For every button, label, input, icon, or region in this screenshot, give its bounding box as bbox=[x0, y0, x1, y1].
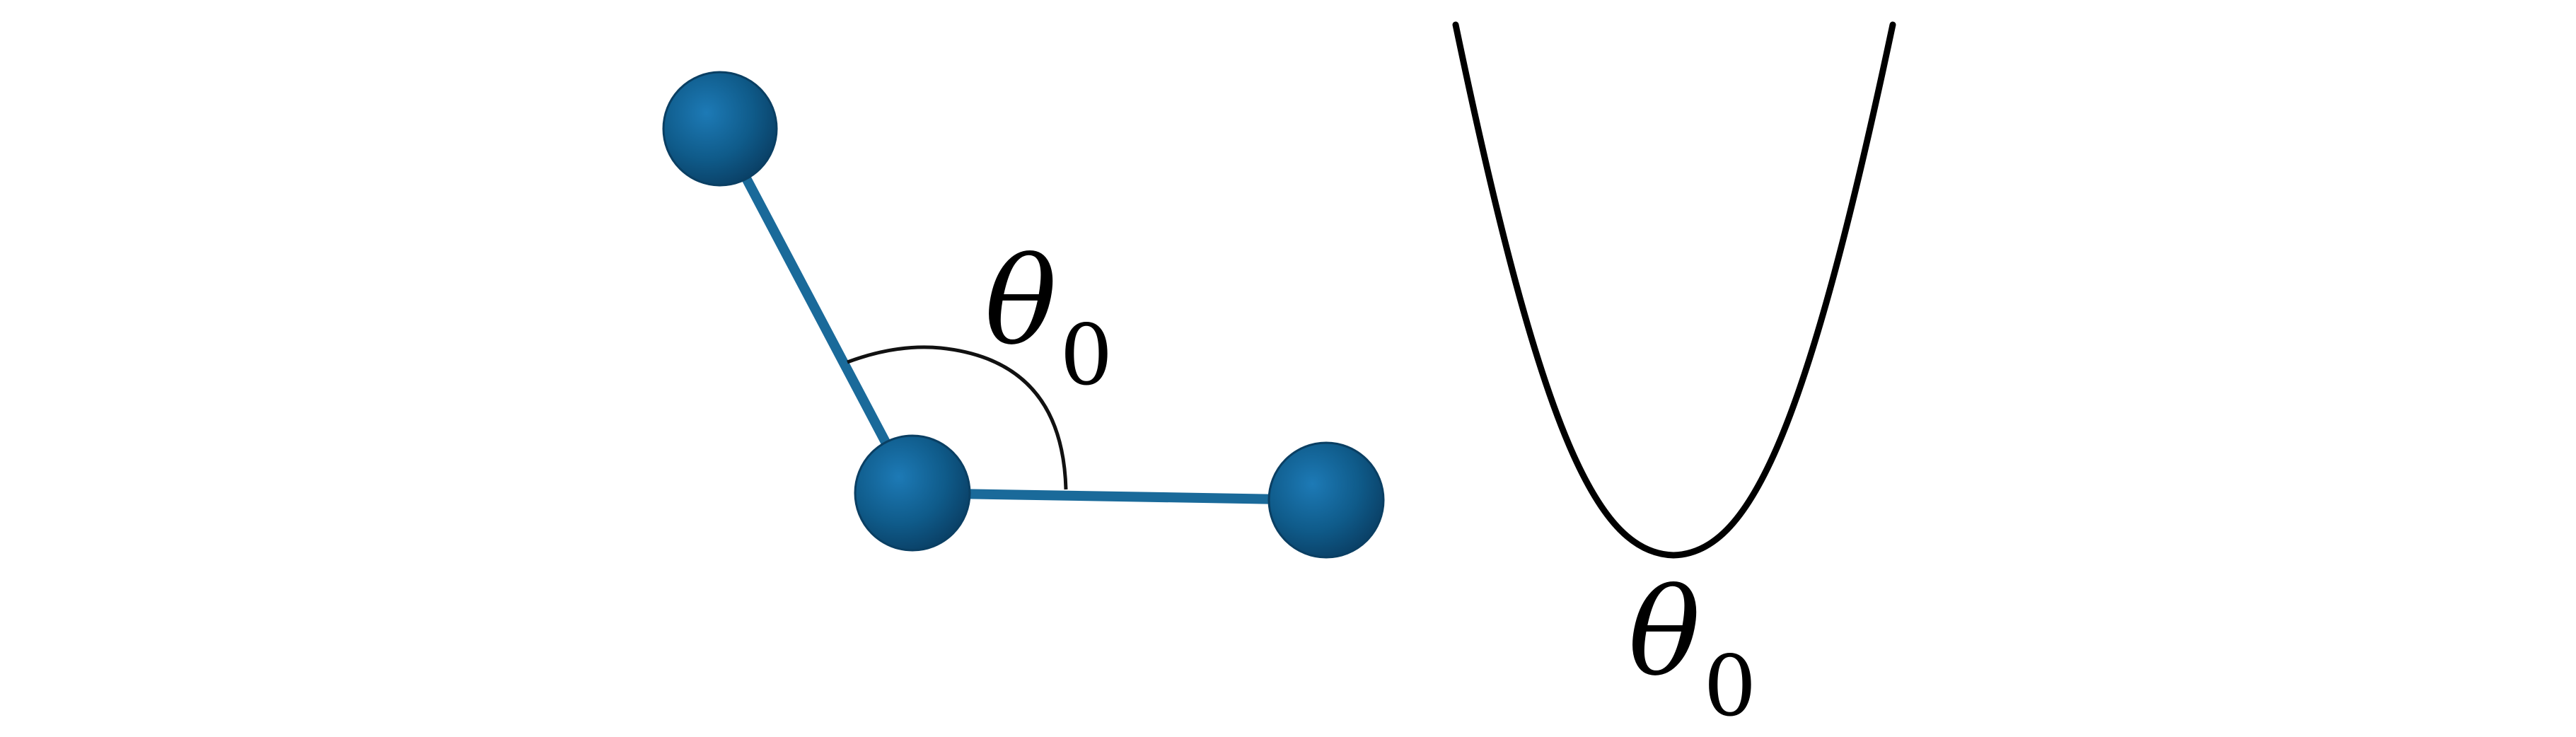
minimum-label-subscript: 0 bbox=[1703, 637, 1757, 735]
atom-top bbox=[662, 71, 778, 187]
bond-top-center bbox=[715, 124, 917, 498]
atom-right bbox=[1267, 441, 1385, 559]
angle-label-theta0: θ0 bbox=[985, 242, 1113, 397]
minimum-label-theta0: θ0 bbox=[1628, 573, 1756, 728]
bond-center-right bbox=[907, 488, 1331, 505]
atom-center bbox=[854, 434, 971, 552]
angle-arc bbox=[847, 345, 1068, 490]
atoms bbox=[662, 71, 1385, 559]
angle-label-symbol: θ bbox=[985, 232, 1057, 372]
bonds bbox=[715, 124, 1331, 505]
potential-curve bbox=[1452, 21, 1896, 559]
angle-label-subscript: 0 bbox=[1060, 306, 1113, 404]
minimum-label-symbol: θ bbox=[1628, 563, 1701, 703]
